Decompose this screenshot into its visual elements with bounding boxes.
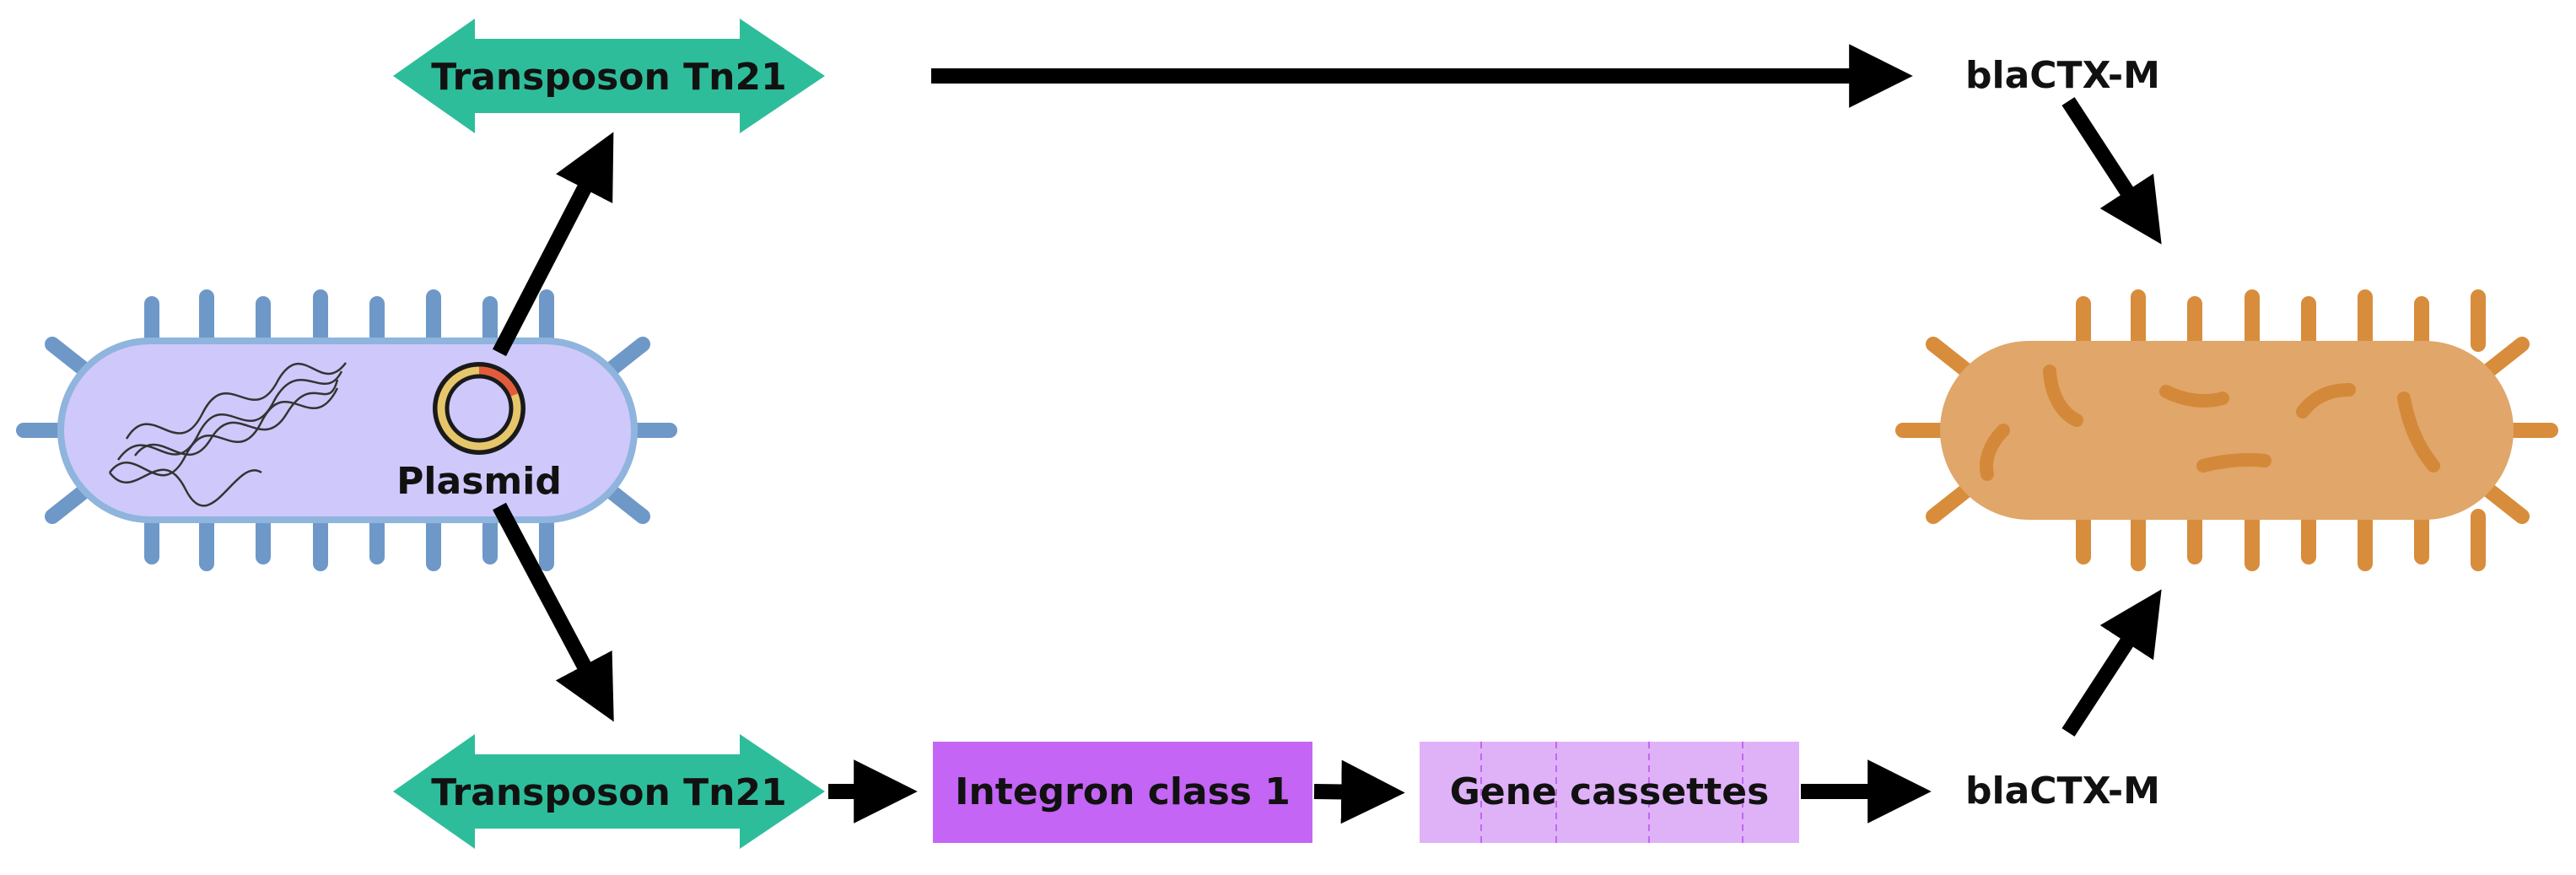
arrow-plasmid-to-transposon-bottom <box>493 502 614 722</box>
arrow-bla-top-to-recipient <box>2061 97 2162 245</box>
arrow-bla-bottom-to-recipient <box>2061 589 2162 737</box>
bla-bottom-label: blaCTX-M <box>1965 770 2160 813</box>
recipient-bacterium <box>1895 289 2558 571</box>
bla-top-label: blaCTX-M <box>1965 54 2160 97</box>
gene-cassettes: Gene cassettes <box>1420 742 1799 843</box>
arrow-integron-to-gene-cassettes <box>1313 759 1405 824</box>
arrows <box>493 44 2162 824</box>
recipient-pili <box>1895 289 2558 571</box>
transposon-bottom: Transposon Tn21 <box>393 734 825 849</box>
integron-label: Integron class 1 <box>955 770 1291 813</box>
gene-cassettes-label: Gene cassettes <box>1450 770 1770 813</box>
transposon-top-label: Transposon Tn21 <box>431 56 786 99</box>
plasmid-label: Plasmid <box>396 460 562 503</box>
chromosome-dna-icon <box>109 362 347 507</box>
recipient-cell-body <box>1940 341 2514 520</box>
transposon-top: Transposon Tn21 <box>393 19 825 133</box>
transposon-bottom-label: Transposon Tn21 <box>431 771 786 814</box>
donor-cell-body <box>57 338 638 523</box>
integron-class-1: Integron class 1 <box>933 742 1312 843</box>
recipient-dna-fragments <box>1980 365 2440 481</box>
arrow-plasmid-to-transposon-top <box>493 132 614 357</box>
plasmid-icon <box>433 362 525 455</box>
donor-bacterium: Plasmid <box>16 289 677 571</box>
